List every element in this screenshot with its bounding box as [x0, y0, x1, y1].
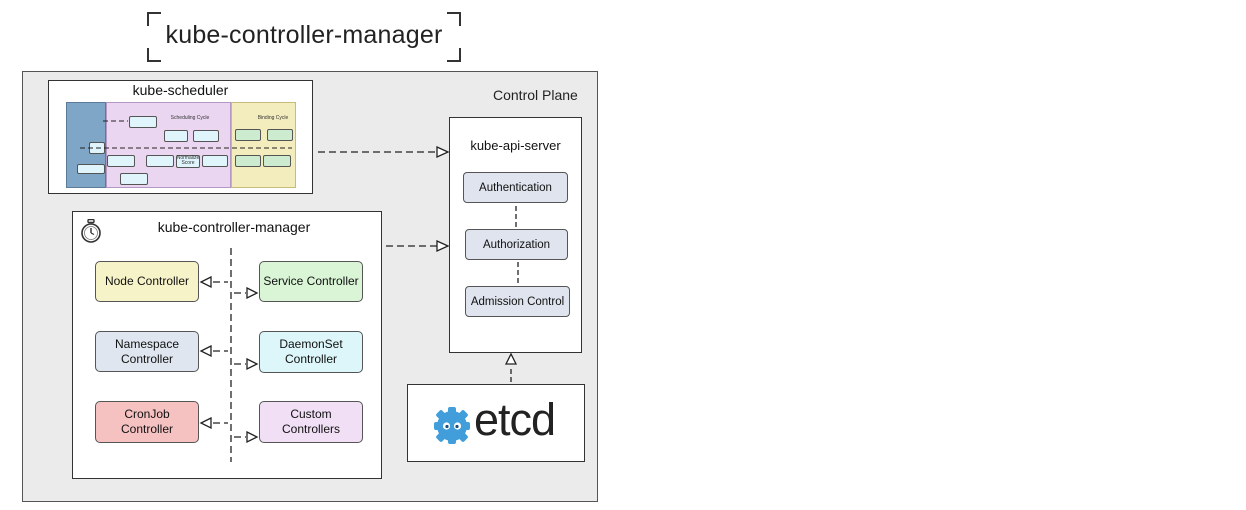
- scheduler-step: [129, 116, 157, 128]
- normalize-score-label: Normalize Score: [176, 155, 200, 166]
- node-controller: Node Controller: [95, 261, 199, 302]
- scheduler-step: [176, 155, 200, 168]
- service-controller: Service Controller: [259, 261, 363, 302]
- namespace-controller: Namespace Controller: [95, 331, 199, 372]
- scheduler-step: [164, 130, 188, 142]
- binding-step: [235, 129, 261, 141]
- daemonset-arrowhead: [246, 357, 259, 371]
- authorization-stage: Authorization: [465, 229, 568, 260]
- etcd-wordmark: etcd: [474, 394, 556, 445]
- binding-step: [267, 129, 293, 141]
- kube-scheduler-label: kube-scheduler: [132, 82, 229, 98]
- scheduling-cycle-label: Scheduling Cycle: [170, 115, 210, 121]
- control-plane-label: Control Plane: [493, 87, 578, 103]
- scheduler-step: [202, 155, 228, 167]
- scheduler-step: [146, 155, 174, 167]
- admission-control-stage: Admission Control: [465, 286, 570, 317]
- cronjob-controller: CronJob Controller: [95, 401, 199, 443]
- authentication-stage: Authentication: [463, 172, 568, 203]
- binding-step: [235, 155, 261, 167]
- cronjob-arrowhead: [199, 416, 212, 430]
- node-arrowhead: [199, 275, 212, 289]
- daemonset-controller: DaemonSet Controller: [259, 331, 363, 373]
- service-arrowhead: [246, 286, 259, 300]
- binding-cycle-label: Binding Cycle: [257, 115, 289, 121]
- scheduler-step: [107, 155, 135, 167]
- api-arrowhead: [436, 239, 450, 253]
- kube-controller-manager-label: kube-controller-manager: [157, 219, 311, 235]
- title-frame: kube-controller-manager: [147, 12, 461, 62]
- custom-arrowhead: [246, 430, 259, 444]
- stopwatch-icon: [81, 219, 101, 243]
- custom-controllers: Custom Controllers: [259, 401, 363, 443]
- scheduler-step: [77, 164, 105, 174]
- scheduler-step: [120, 173, 148, 185]
- etcd-arrowhead: [504, 352, 518, 365]
- scheduler-step: [193, 130, 219, 142]
- namespace-arrowhead: [199, 344, 212, 358]
- etcd-logo-icon: [434, 407, 470, 444]
- binding-cycle-region: [231, 102, 296, 188]
- api-arrowhead: [436, 145, 450, 159]
- page-title: kube-controller-manager: [165, 21, 443, 49]
- binding-step: [263, 155, 291, 167]
- kube-api-server-label: kube-api-server: [470, 138, 561, 153]
